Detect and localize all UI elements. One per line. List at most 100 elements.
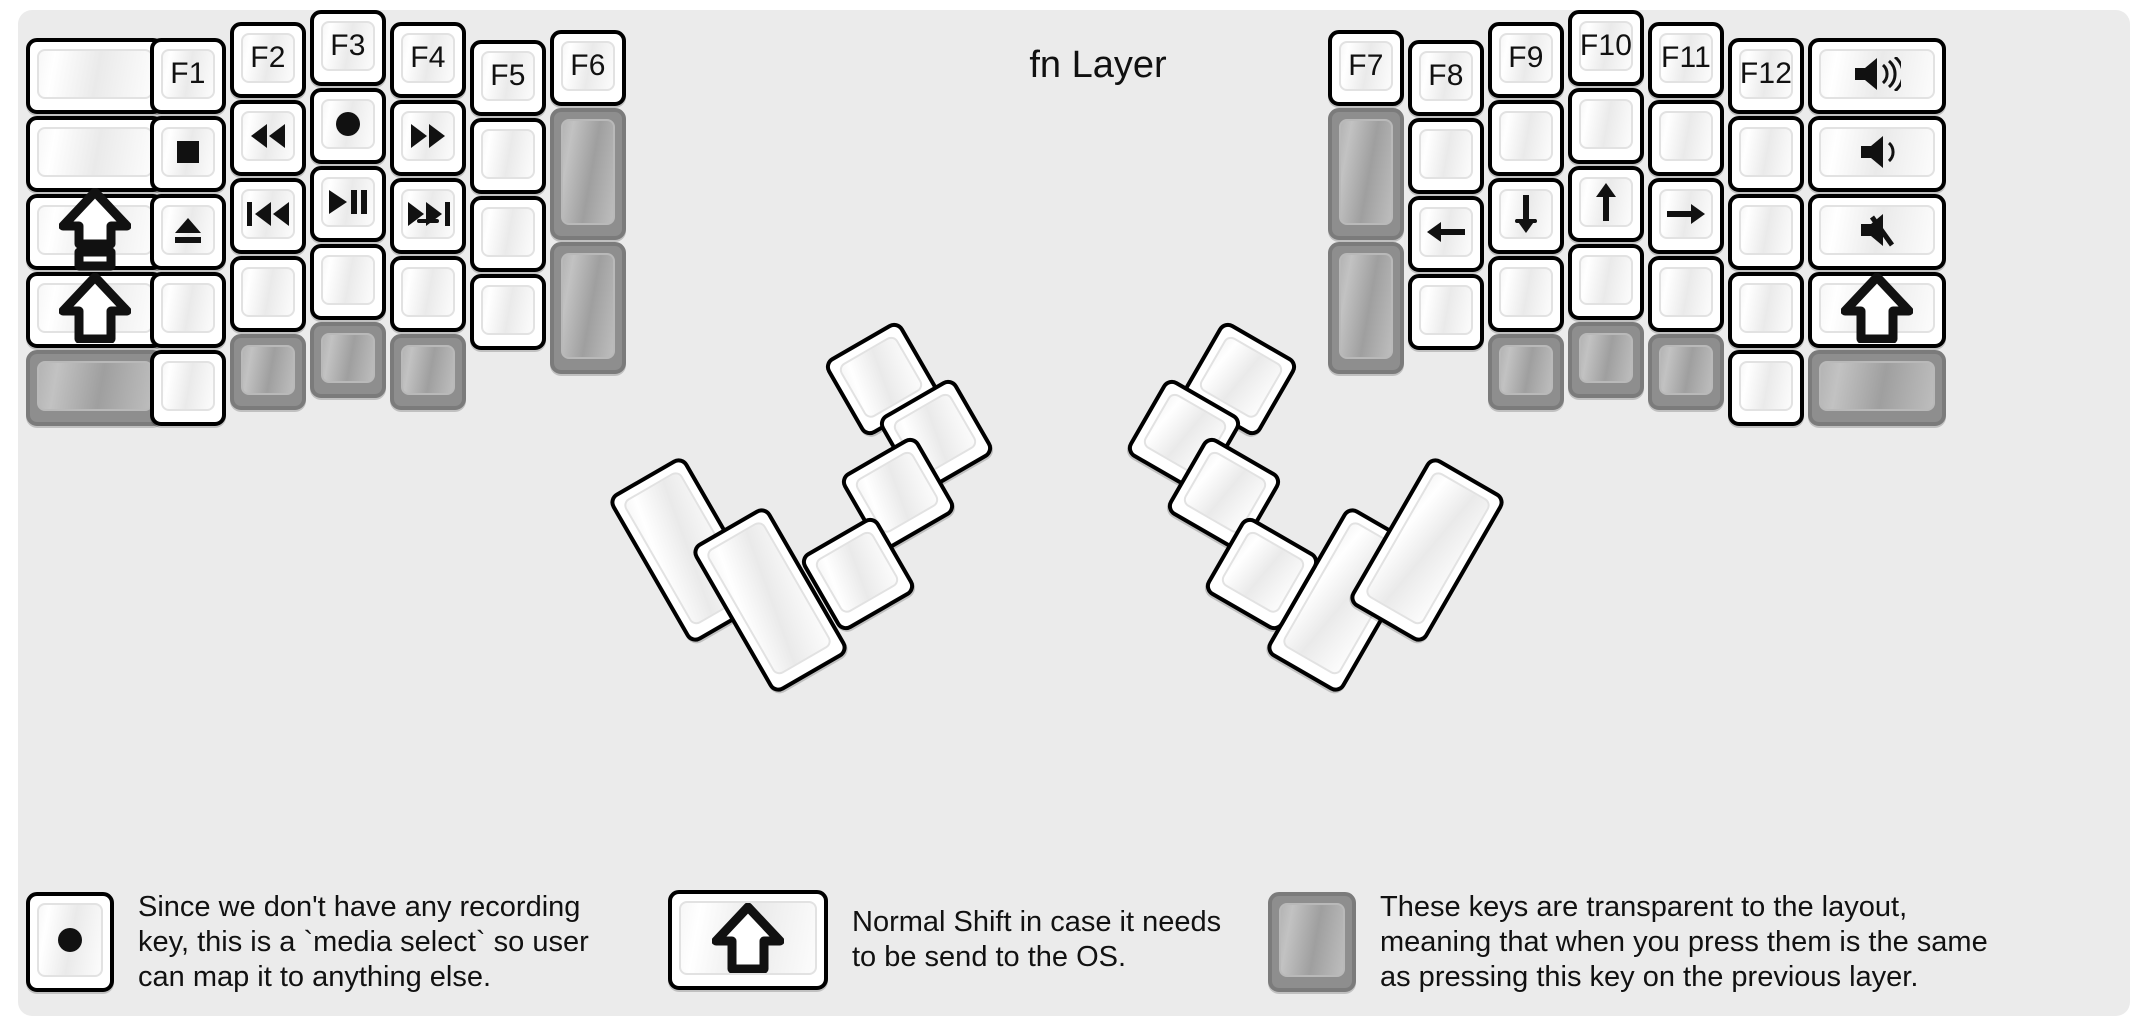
right_half-col-f10-key-4[interactable] bbox=[1568, 322, 1644, 398]
right_half-col-f8-key-0[interactable]: F8 bbox=[1408, 40, 1484, 116]
left_half-col-f5-key-3[interactable] bbox=[470, 274, 546, 350]
right_half-col-f10-key-3[interactable] bbox=[1568, 244, 1644, 320]
right_half-col-f12-key-2[interactable] bbox=[1728, 194, 1804, 270]
left_half-col-f3-key-2[interactable] bbox=[310, 166, 386, 242]
right_half-col-f9-key-0[interactable]: F9 bbox=[1488, 22, 1564, 98]
right_half-col-f7-key-0[interactable]: F7 bbox=[1328, 30, 1404, 106]
left_half-col-outer-left-key-3[interactable] bbox=[26, 272, 164, 348]
left_half-col-f6-key-0[interactable]: F6 bbox=[550, 30, 626, 106]
left_half-col-f1-key-1[interactable] bbox=[150, 116, 226, 192]
right_half-col-f11-key-2[interactable] bbox=[1648, 178, 1724, 254]
blank bbox=[1661, 269, 1711, 315]
keycap-face bbox=[1218, 528, 1308, 616]
left_half-col-f4-key-0[interactable]: F4 bbox=[390, 22, 466, 98]
keycap-face bbox=[1819, 205, 1935, 255]
right_half-col-f12-key-4[interactable] bbox=[1728, 350, 1804, 426]
left_half-col-outer-left-key-0[interactable] bbox=[26, 38, 164, 114]
left_half-col-f5-key-0[interactable]: F5 bbox=[470, 40, 546, 116]
transparent-key-icon bbox=[1281, 905, 1343, 975]
legend-item-transparent: These keys are transparent to the layout… bbox=[1268, 890, 2108, 994]
right_half-col-f11-key-0[interactable]: F11 bbox=[1648, 22, 1724, 98]
legend-swatch-shift bbox=[668, 890, 828, 990]
left_half-col-f4-key-4[interactable] bbox=[390, 334, 466, 410]
keycap-face bbox=[1499, 111, 1553, 161]
keycap-face bbox=[1819, 127, 1935, 177]
right_half-col-f11-key-3[interactable] bbox=[1648, 256, 1724, 332]
right_half-col-f9-key-1[interactable] bbox=[1488, 100, 1564, 176]
key-legend-text: F1 bbox=[170, 57, 206, 90]
right_half-col-f7-key-2[interactable] bbox=[1328, 242, 1404, 374]
page-title: fn Layer bbox=[1029, 44, 1167, 86]
arrow-down-icon bbox=[1501, 191, 1551, 237]
right_half-col-f9-key-4[interactable] bbox=[1488, 334, 1564, 410]
left_half-col-f2-key-0[interactable]: F2 bbox=[230, 22, 306, 98]
transparent bbox=[403, 347, 453, 393]
right_half-col-f9-key-3[interactable] bbox=[1488, 256, 1564, 332]
right_half-col-outer-right-key-4[interactable] bbox=[1808, 350, 1946, 426]
right_half-col-outer-right-key-2[interactable] bbox=[1808, 194, 1946, 270]
keycap-face: F8 bbox=[1419, 51, 1473, 101]
left_half-col-f4-key-1[interactable] bbox=[390, 100, 466, 176]
blank bbox=[39, 129, 151, 175]
right_half-col-f10-key-0[interactable]: F10 bbox=[1568, 10, 1644, 86]
left_half-col-f2-key-3[interactable] bbox=[230, 256, 306, 332]
right_half-col-f12-key-3[interactable] bbox=[1728, 272, 1804, 348]
keycap-face bbox=[241, 189, 295, 239]
keycap-face bbox=[1499, 345, 1553, 395]
right_half-col-f8-key-1[interactable] bbox=[1408, 118, 1484, 194]
right_half-col-f10-key-1[interactable] bbox=[1568, 88, 1644, 164]
right_half-col-f9-key-2[interactable] bbox=[1488, 178, 1564, 254]
left_half-col-f1-key-3[interactable] bbox=[150, 272, 226, 348]
left_half-col-f3-key-3[interactable] bbox=[310, 244, 386, 320]
volume-down-icon bbox=[1821, 129, 1933, 175]
left_half-col-f1-key-0[interactable]: F1 bbox=[150, 38, 226, 114]
right_half-col-f11-key-4[interactable] bbox=[1648, 334, 1724, 410]
legend-key-sample bbox=[1268, 892, 1356, 993]
keycap-face bbox=[812, 528, 902, 616]
transparent bbox=[1661, 347, 1711, 393]
left_half-col-f3-key-0[interactable]: F3 bbox=[310, 10, 386, 86]
keycap-face bbox=[401, 267, 455, 317]
right_half-col-f12-key-0[interactable]: F12 bbox=[1728, 38, 1804, 114]
right_half-col-outer-right-key-3[interactable] bbox=[1808, 272, 1946, 348]
left_half-col-f4-key-2[interactable] bbox=[390, 178, 466, 254]
left_half-col-f5-key-1[interactable] bbox=[470, 118, 546, 194]
left_half-col-f5-key-2[interactable] bbox=[470, 196, 546, 272]
keycap-face bbox=[241, 345, 295, 395]
keycap-face bbox=[1659, 111, 1713, 161]
right_half-col-f8-key-3[interactable] bbox=[1408, 274, 1484, 350]
left_half-col-f2-key-2[interactable] bbox=[230, 178, 306, 254]
keycap-face bbox=[37, 188, 153, 271]
keycap-face bbox=[161, 127, 215, 177]
keycap-face: F5 bbox=[481, 51, 535, 101]
left_half-col-f3-key-1[interactable] bbox=[310, 88, 386, 164]
left_half-col-outer-left-key-4[interactable] bbox=[26, 350, 164, 426]
homing-bar-indicator bbox=[1515, 219, 1537, 223]
media-next-icon bbox=[403, 191, 453, 237]
left_half-col-f2-key-1[interactable] bbox=[230, 100, 306, 176]
keycap-face bbox=[1279, 903, 1345, 978]
right_half-col-outer-right-key-0[interactable] bbox=[1808, 38, 1946, 114]
keycap-face bbox=[1419, 129, 1473, 179]
left_half-col-f1-key-2[interactable] bbox=[150, 194, 226, 270]
right_half-col-f11-key-1[interactable] bbox=[1648, 100, 1724, 176]
blank bbox=[1501, 113, 1551, 159]
right_half-col-f12-key-1[interactable] bbox=[1728, 116, 1804, 192]
left_half-col-f3-key-4[interactable] bbox=[310, 322, 386, 398]
right_half-col-outer-right-key-1[interactable] bbox=[1808, 116, 1946, 192]
right_half-col-f8-key-2[interactable] bbox=[1408, 196, 1484, 272]
left_half-col-f1-key-4[interactable] bbox=[150, 350, 226, 426]
left_half-col-outer-left-key-1[interactable] bbox=[26, 116, 164, 192]
right_half-col-f7-key-1[interactable] bbox=[1328, 108, 1404, 240]
left_half-col-f6-key-2[interactable] bbox=[550, 242, 626, 374]
blank bbox=[1741, 129, 1791, 175]
keycap-face bbox=[321, 177, 375, 227]
right_half-col-f10-key-2[interactable] bbox=[1568, 166, 1644, 242]
keycap-face bbox=[1419, 207, 1473, 257]
left_half-col-f4-key-3[interactable] bbox=[390, 256, 466, 332]
left_half-col-outer-left-key-2[interactable] bbox=[26, 188, 164, 271]
keycap-face bbox=[401, 189, 455, 239]
keycap-face bbox=[1819, 361, 1935, 411]
left_half-col-f2-key-4[interactable] bbox=[230, 334, 306, 410]
left_half-col-f6-key-1[interactable] bbox=[550, 108, 626, 240]
